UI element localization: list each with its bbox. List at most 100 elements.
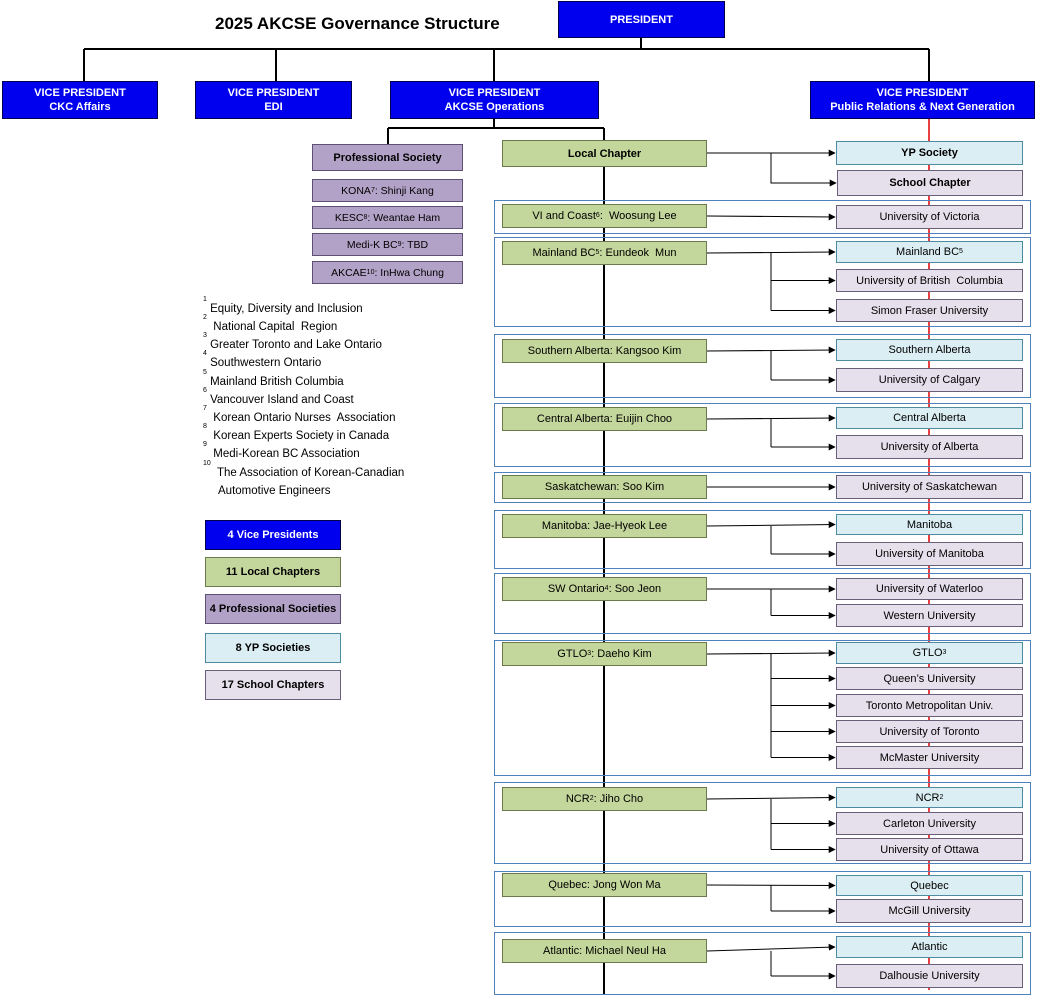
footnote-number: 3 [203,332,207,339]
yp-society-box[interactable]: Quebec [836,875,1023,896]
local-chapter-box[interactable]: Southern Alberta: Kangsoo Kim [502,339,707,363]
society-name: KONA [341,184,371,197]
school-chapter-label: Dalhousie University [879,970,980,982]
school-chapter-label: University of Saskatchewan [861,481,998,493]
school-chapter-box[interactable]: University of Victoria [836,205,1023,229]
vp-portfolio: AKCSE Operations [444,101,545,113]
school-chapter-label: University of British Columbia [856,274,1003,287]
school-chapter-box[interactable]: University of Toronto [836,720,1023,743]
school-chapter-box[interactable]: Queen’s University [836,667,1023,690]
school-chapter-label: University of Calgary [878,374,981,386]
local-chapter-box[interactable]: Manitoba: Jae-Hyeok Lee [502,514,707,538]
yp-society-label: NCR [915,791,940,804]
yp-society-label: Southern Alberta [888,344,971,356]
vp-public-relations-box[interactable]: VICE PRESIDENT Public Relations & Next G… [810,81,1035,119]
footnote-number: 5 [203,369,207,376]
chapter-arrow [706,794,836,802]
yp-society-label: Mainland BC [896,246,960,258]
vp-ckc-affairs-box[interactable]: VICE PRESIDENT CKC Affairs [2,81,158,119]
legend-yp-societies: 8 YP Societies [205,633,341,663]
footnote-item: 10 The Association of Korean-Canadian [203,460,404,480]
chapter-name: SW Ontario [547,583,605,595]
footnote-number: 1 [203,296,207,303]
yp-society-label: Quebec [910,879,949,892]
local-chapter-box[interactable]: Saskatchewan: Soo Kim [502,475,707,499]
local-chapter-box[interactable]: Atlantic: Michael Neul Ha [502,939,707,963]
chapter-arrow [706,213,836,221]
school-chapter-box[interactable]: University of Alberta [836,435,1023,459]
chapter-group [494,334,1031,398]
chapter-name: GTLO [557,648,588,660]
yp-society-box[interactable]: Manitoba [836,514,1023,535]
school-chapter-label: University of Victoria [879,211,980,223]
chapter-lead: : Eundeok Mun [599,247,677,259]
school-chapter-label: Carleton University [883,817,976,830]
local-chapter-box[interactable]: Central Alberta: Euijin Choo [502,407,707,431]
chapter-arrow [706,248,836,256]
vp-operations-box[interactable]: VICE PRESIDENT AKCSE Operations [390,81,599,119]
chapter-name: Quebec: Jong Won Ma [548,879,661,891]
yp-society-box[interactable]: Central Alberta [836,407,1023,429]
chapter-name: Saskatchewan: Soo Kim [544,481,665,493]
school-chapter-label: McGill University [888,905,971,917]
chapter-name: NCR [565,793,590,805]
yp-society-header[interactable]: YP Society [836,141,1023,165]
local-chapter-box[interactable]: Quebec: Jong Won Ma [502,873,707,897]
chapter-group [494,510,1031,569]
school-chapter-box[interactable]: University of Calgary [836,368,1023,392]
vp-title: VICE PRESIDENT [448,87,541,99]
footnote-item: 1 Equity, Diversity and Inclusion [203,296,363,316]
yp-society-box[interactable]: Atlantic [836,936,1023,958]
school-chapter-label: Toronto Metropolitan Univ. [865,699,994,712]
school-chapter-box[interactable]: Carleton University [836,812,1023,835]
footnote-item: 9 Medi-Korean BC Association [203,441,360,461]
chapter-arrow [706,346,836,354]
president-box[interactable]: PRESIDENT [558,1,725,38]
school-chapter-box[interactable]: University of Saskatchewan [836,475,1023,499]
footnote-number: 4 [203,350,207,357]
vp-title: VICE PRESIDENT [227,87,320,99]
school-chapter-box[interactable]: Toronto Metropolitan Univ. [836,694,1023,717]
school-chapter-box[interactable]: Western University [836,604,1023,627]
school-chapter-header[interactable]: School Chapter [837,170,1023,196]
footnote-item: Automotive Engineers [218,484,331,498]
school-chapter-box[interactable]: University of Manitoba [836,542,1023,566]
legend-school-chapters: 17 School Chapters [205,670,341,700]
yp-society-box[interactable]: Southern Alberta [836,339,1023,361]
footnote-text: Mainland British Columbia [206,376,344,388]
footnote-text: Automotive Engineers [218,485,331,497]
school-chapter-box[interactable]: University of Ottawa [836,838,1023,861]
school-chapter-box[interactable]: Dalhousie University [836,964,1023,988]
footnote-text: Korean Experts Society in Canada [206,430,390,442]
vp-edi-box[interactable]: VICE PRESIDENT EDI [195,81,352,119]
school-chapter-box[interactable]: McGill University [836,899,1023,923]
school-chapter-label: McMaster University [879,751,980,764]
chapter-lead: : Daeho Kim [591,648,652,660]
footnote-number: 8 [203,423,207,430]
school-chapter-box[interactable]: McMaster University [836,746,1023,769]
local-chapter-header[interactable]: Local Chapter [502,140,707,167]
chapter-name: Atlantic: Michael Neul Ha [543,945,666,957]
school-chapter-box[interactable]: Simon Fraser University [836,299,1023,322]
professional-society-header[interactable]: Professional Society [312,144,463,171]
footnote-number: 9 [203,441,207,448]
society-name: KESC [334,211,364,224]
legend-professional-societies: 4 Professional Societies [205,594,341,624]
school-chapter-box[interactable]: University of Waterloo [836,578,1023,600]
chapter-arrow [706,414,836,422]
school-chapter-box[interactable]: University of British Columbia [836,269,1023,292]
school-chapter-label: Simon Fraser University [870,304,989,317]
